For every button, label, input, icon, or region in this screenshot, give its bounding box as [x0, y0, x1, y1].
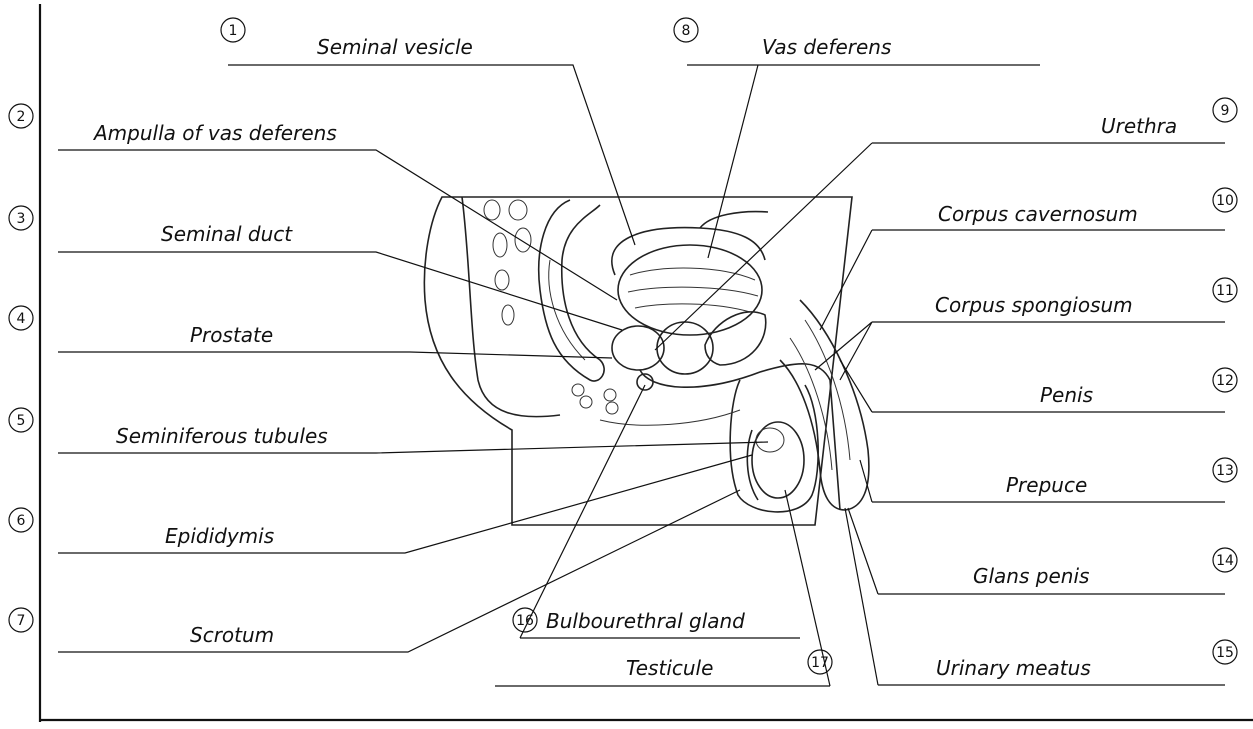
svg-text:9: 9 — [1221, 103, 1230, 119]
number-marker-14: 14 — [1213, 548, 1237, 572]
label-corpus-cavernosum: Corpus cavernosum — [938, 202, 1138, 226]
vas-deferens-loop — [700, 212, 768, 228]
vertebrae — [484, 200, 531, 325]
svg-text:10: 10 — [1216, 193, 1234, 209]
number-marker-5: 5 — [9, 408, 33, 432]
number-marker-6: 6 — [9, 508, 33, 532]
label-epididymis: Epididymis — [165, 524, 274, 548]
number-marker-16: 16 — [513, 608, 537, 632]
urethra-tube — [640, 364, 840, 510]
label-prepuce: Prepuce — [1006, 473, 1087, 497]
svg-text:17: 17 — [811, 655, 829, 671]
svg-text:4: 4 — [17, 311, 26, 327]
anatomy-illustration — [424, 197, 869, 525]
number-marker-8: 8 — [674, 18, 698, 42]
testicle — [752, 422, 804, 498]
pubic-bone — [705, 312, 766, 365]
number-marker-1: 1 — [221, 18, 245, 42]
label-vas-deferens: Vas deferens — [762, 35, 891, 59]
number-marker-11: 11 — [1213, 278, 1237, 302]
label-ampulla: Ampulla of vas deferens — [92, 121, 337, 145]
penis-shaft — [780, 300, 869, 510]
anal-sphincter — [572, 384, 618, 414]
label-seminal-duct: Seminal duct — [161, 222, 293, 246]
number-marker-4: 4 — [9, 306, 33, 330]
penis-layers — [790, 320, 850, 470]
label-urinary-meatus: Urinary meatus — [936, 656, 1091, 680]
label-penis: Penis — [1040, 383, 1093, 407]
svg-text:14: 14 — [1216, 553, 1234, 569]
number-marker-13: 13 — [1213, 458, 1237, 482]
svg-text:6: 6 — [17, 513, 26, 529]
svg-text:3: 3 — [17, 211, 26, 227]
svg-text:8: 8 — [682, 23, 691, 39]
label-seminal-vesicle: Seminal vesicle — [317, 35, 473, 59]
rectum — [539, 200, 604, 381]
svg-text:5: 5 — [17, 413, 26, 429]
svg-text:16: 16 — [516, 613, 534, 629]
number-marker-10: 10 — [1213, 188, 1237, 212]
number-marker-9: 9 — [1213, 98, 1237, 122]
svg-text:1: 1 — [229, 23, 238, 39]
labels: Seminal vesicle Vas deferens Ampulla of … — [92, 35, 1177, 680]
label-seminiferous-tubules: Seminiferous tubules — [116, 424, 328, 448]
label-corpus-spongiosum: Corpus spongiosum — [935, 293, 1133, 317]
number-marker-2: 2 — [9, 104, 33, 128]
label-scrotum: Scrotum — [190, 623, 274, 647]
svg-text:15: 15 — [1216, 645, 1234, 661]
label-bulbourethral-gland: Bulbourethral gland — [546, 609, 745, 633]
number-marker-15: 15 — [1213, 640, 1237, 664]
svg-text:12: 12 — [1216, 373, 1234, 389]
svg-text:11: 11 — [1216, 283, 1234, 299]
seminiferous-tubules-shape — [756, 428, 784, 452]
svg-text:7: 7 — [17, 613, 26, 629]
label-testicule: Testicule — [626, 656, 713, 680]
number-marker-12: 12 — [1213, 368, 1237, 392]
perineum — [600, 410, 740, 425]
number-marker-17: 17 — [808, 650, 832, 674]
svg-text:13: 13 — [1216, 463, 1234, 479]
label-prostate: Prostate — [190, 323, 273, 347]
bladder-wall — [628, 268, 758, 312]
number-marker-7: 7 — [9, 608, 33, 632]
label-urethra: Urethra — [1101, 114, 1177, 138]
section-outline — [424, 197, 852, 525]
label-glans-penis: Glans penis — [973, 564, 1089, 588]
number-marker-3: 3 — [9, 206, 33, 230]
svg-text:2: 2 — [17, 109, 26, 125]
